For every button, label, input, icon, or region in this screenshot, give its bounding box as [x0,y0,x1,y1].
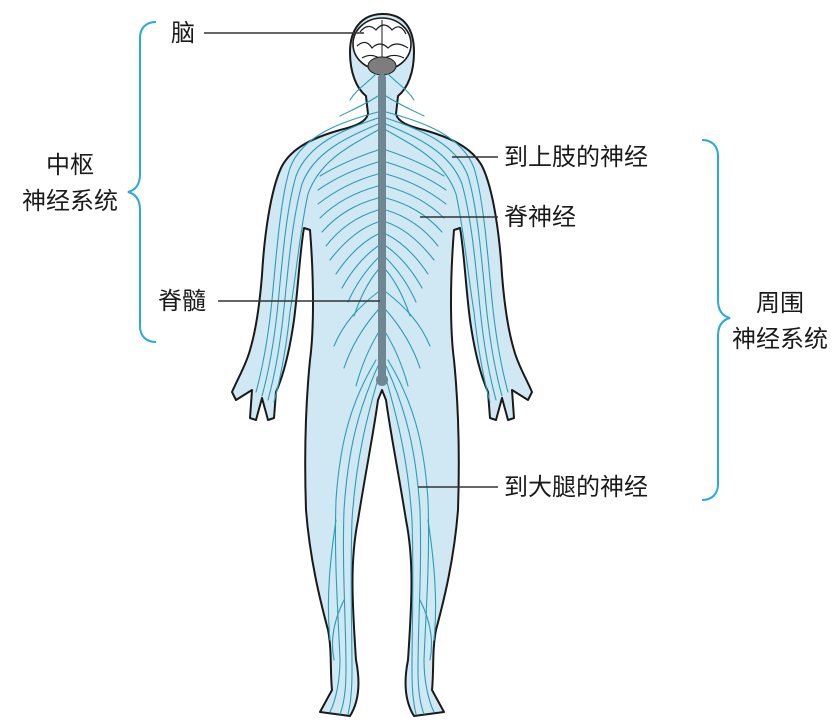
label-brain: 脑 [171,18,195,48]
spinal-cord-graphic [378,74,386,380]
pns-bracket [702,140,730,500]
cns-bracket [128,22,156,342]
label-pns-line2: 神经系统 [722,324,838,354]
label-thigh-nerves: 到大腿的神经 [504,472,648,502]
label-upper-limb-nerves: 到上肢的神经 [504,142,648,172]
label-cns-line2: 神经系统 [10,186,130,216]
label-spinal-nerves: 脊神经 [504,202,576,232]
label-pns-line1: 周围 [722,288,838,318]
label-spinal-cord: 脊髓 [158,286,206,316]
label-cns-line1: 中枢 [10,150,130,180]
